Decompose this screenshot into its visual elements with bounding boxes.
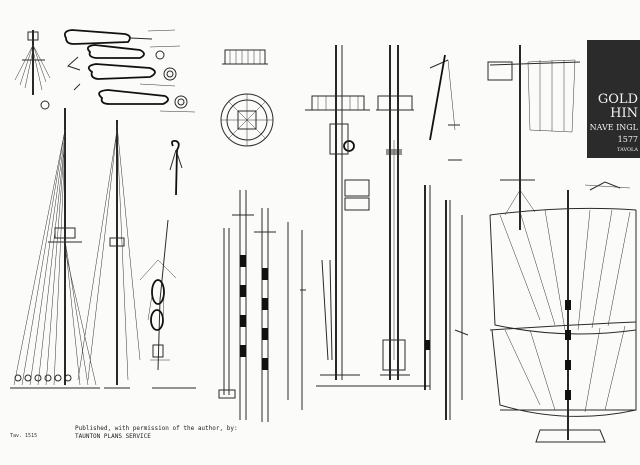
- top-platform-detail: [220, 49, 274, 147]
- mast-rigging-elevation: [10, 108, 141, 389]
- credit-line-2: TAUNTON PLANS SERVICE: [75, 433, 151, 440]
- title-line-1: GOLD: [597, 92, 638, 107]
- mast-sections: [376, 45, 414, 380]
- title-line-3: NAVE INGL: [589, 123, 638, 132]
- tackle-assembly: [139, 219, 196, 389]
- title-line-2: HIN: [610, 106, 638, 121]
- upper-sail-detail: [487, 45, 631, 230]
- spar-details: [218, 190, 306, 422]
- ship-sail-plan: [489, 190, 637, 443]
- plate-number: Tav. 1515: [10, 433, 38, 439]
- mast-head-detail: [14, 30, 51, 110]
- block-strop-details: [63, 29, 196, 113]
- yard-details: [424, 54, 469, 420]
- credit-line-1: Published, with permission of the author…: [75, 425, 238, 432]
- title-line-4: 1577: [617, 135, 638, 144]
- main-mast-elevation: [305, 45, 430, 387]
- title-block: GOLD HIN NAVE INGL 1577 TAVOLA: [587, 40, 640, 158]
- hook-detail: [169, 139, 183, 196]
- title-line-5: TAVOLA: [617, 147, 638, 153]
